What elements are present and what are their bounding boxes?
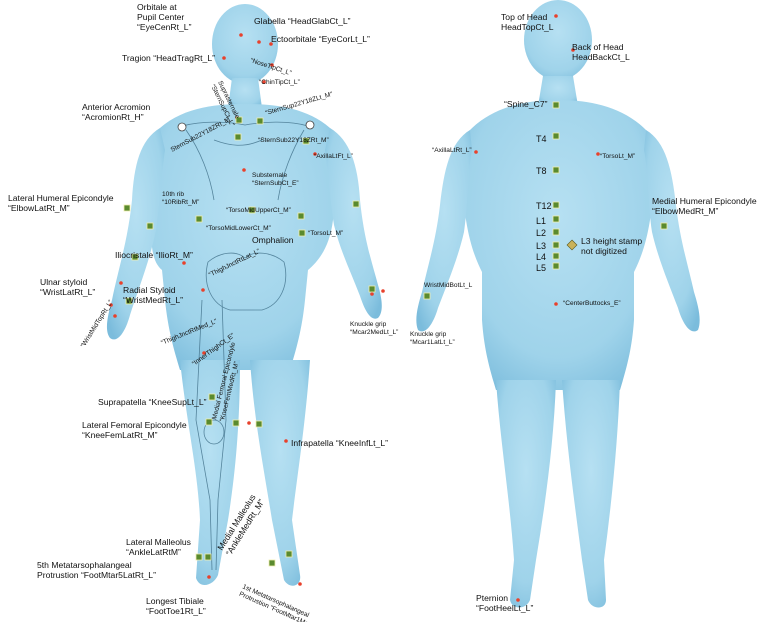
green-square-marker-icon (209, 394, 215, 400)
label-tragion: Tragion “HeadTragRt_L” (122, 53, 215, 63)
vertebra-label-l2: L2 (536, 228, 546, 238)
green-square-marker-icon (256, 421, 262, 427)
red-dot-icon (370, 292, 374, 296)
label-torso-mid-lower: “TorsoMidLowerCt_M” (206, 225, 271, 232)
green-square-marker-icon (424, 293, 430, 299)
green-square-marker-icon (553, 167, 559, 173)
green-square-marker-icon (553, 263, 559, 269)
vertebra-label-l1: L1 (536, 216, 546, 226)
vertebra-label-l3: L3 (536, 241, 546, 251)
label-torso-mid-upper: “TorsoMidUpperCt_M” (226, 207, 291, 214)
red-dot-icon (381, 289, 385, 293)
green-square-marker-icon (369, 286, 375, 292)
green-square-marker-icon (257, 118, 263, 124)
label-axilla-front: “AxillaLtFt_L” (314, 153, 353, 160)
label-radial: Radial Styloid“WristMedRt_L” (123, 285, 183, 305)
label-ectoorbitale: Ectoorbitale “EyeCorLt_L” (271, 34, 370, 44)
label-lat-fem: Lateral Femoral Epicondyle“KneeFemLatRt_… (82, 420, 187, 440)
green-square-marker-icon (553, 216, 559, 222)
green-square-marker-icon (206, 419, 212, 425)
red-dot-icon (182, 261, 186, 265)
label-omphalion: Omphalion (252, 235, 294, 245)
green-square-marker-icon (553, 242, 559, 248)
label-tibiale: Longest Tibiale“FootToe1Rt_L” (146, 596, 206, 616)
red-dot-icon (284, 439, 288, 443)
label-metatarso5: 5th MetatarsophalangealProtrustion “Foot… (37, 560, 156, 580)
green-square-marker-icon (196, 216, 202, 222)
white-ring-marker-icon (306, 121, 314, 129)
red-dot-icon (257, 40, 261, 44)
back-body-figure (416, 0, 699, 608)
red-dot-icon (554, 14, 558, 18)
label-wrist-mid-bot: WristMidBotLt_L (424, 282, 473, 289)
label-elbow-med: Medial Humeral Epicondyle“ElbowMedRt_M” (652, 196, 757, 216)
label-acromion: Anterior Acromion“AcromionRt_H” (82, 102, 151, 122)
label-ulnar: Ulnar styloid“WristLatRt_L” (40, 277, 95, 297)
red-dot-icon (298, 582, 302, 586)
green-square-marker-icon (299, 230, 305, 236)
red-dot-icon (201, 288, 205, 292)
vertebra-label-l5: L5 (536, 263, 546, 273)
label-torso-lt: “TorsoLt_M” (308, 230, 343, 237)
green-square-marker-icon (233, 420, 239, 426)
red-dot-icon (247, 421, 251, 425)
vertebra-label-l4: L4 (536, 252, 546, 262)
label-elbow-lat: Lateral Humeral Epicondyle“ElbowLatRt_M” (8, 193, 114, 213)
label-suprapatella: Suprapatella “KneeSupLt_L” (98, 397, 207, 407)
red-dot-icon (113, 314, 117, 318)
label-axilla-back: “AxillaLtRt_L” (432, 147, 472, 154)
green-square-marker-icon (553, 229, 559, 235)
label-metatarso1: 1st MetatarsophalangealProtrustion “Foot… (238, 583, 331, 622)
red-dot-icon (516, 598, 520, 602)
green-square-marker-icon (269, 560, 275, 566)
green-square-marker-icon (205, 554, 211, 560)
red-dot-icon (222, 56, 226, 60)
green-square-marker-icon (124, 205, 130, 211)
green-square-marker-icon (553, 202, 559, 208)
green-square-marker-icon (286, 551, 292, 557)
label-center-buttocks: “CenterButtocks_E” (563, 300, 621, 307)
label-torso-lt-back: “TorsoLt_M” (600, 153, 635, 160)
label-sternsub-right: “SternSub22Y18ZRt_M” (258, 137, 329, 144)
white-ring-marker-icon (178, 123, 186, 131)
label-spine-c7: “Spine_C7” (504, 99, 548, 109)
label-knuckle-front: Knuckle grip“Mcar2MedLt_L” (350, 321, 398, 336)
green-square-marker-icon (298, 213, 304, 219)
label-infrapatella: Infrapatella “KneeInfLt_L” (291, 438, 388, 448)
red-dot-icon (474, 150, 478, 154)
label-lat-malleolus: Lateral Malleolus“AnkleLatRtM” (126, 537, 191, 557)
green-square-marker-icon (235, 134, 241, 140)
red-dot-icon (207, 575, 211, 579)
red-dot-icon (239, 33, 243, 37)
label-iliocristale: Iliocristale “IlioRt_M” (115, 250, 193, 260)
vertebra-label-t8: T8 (536, 166, 547, 176)
vertebra-label-t12: T12 (536, 201, 552, 211)
red-dot-icon (242, 168, 246, 172)
green-square-marker-icon (196, 554, 202, 560)
green-square-marker-icon (661, 223, 667, 229)
green-square-marker-icon (147, 223, 153, 229)
red-dot-icon (554, 302, 558, 306)
green-square-marker-icon (553, 253, 559, 259)
green-square-marker-icon (353, 201, 359, 207)
green-square-marker-icon (553, 133, 559, 139)
label-knuckle-back: Knuckle grip“Mcar1LatLt_L” (410, 331, 455, 346)
green-square-marker-icon (553, 102, 559, 108)
vertebra-label-t4: T4 (536, 134, 547, 144)
label-glabella: Glabella “HeadGlabCt_L” (254, 16, 351, 26)
label-chin: “ChinTipCt_L” (259, 79, 300, 86)
